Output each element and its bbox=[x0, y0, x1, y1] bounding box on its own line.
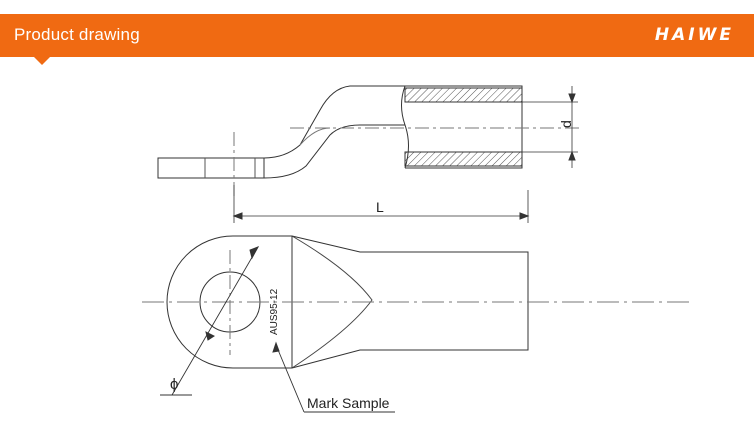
ring-outline bbox=[166, 235, 292, 369]
barrel-wall-top bbox=[404, 87, 523, 103]
brand-logo: HAIWE bbox=[654, 25, 734, 45]
barrel-wall-bottom bbox=[404, 151, 523, 167]
section-title: Product drawing bbox=[14, 25, 140, 44]
section-header-bar bbox=[0, 14, 754, 57]
header-pointer bbox=[34, 57, 50, 65]
label-d: d bbox=[558, 120, 574, 128]
bend-lower bbox=[263, 124, 405, 179]
dimension-phi bbox=[160, 246, 260, 396]
marking-text: AUS95-12 bbox=[269, 288, 280, 335]
mark-sample-leader bbox=[272, 341, 395, 413]
dimension-L bbox=[232, 185, 530, 223]
top-view bbox=[142, 235, 690, 369]
bend-upper bbox=[263, 85, 405, 159]
dimension-d bbox=[522, 86, 578, 168]
side-view bbox=[157, 85, 580, 196]
label-L: L bbox=[376, 199, 384, 215]
neck-outline bbox=[291, 235, 529, 369]
mark-sample-label: Mark Sample bbox=[307, 395, 390, 411]
label-phi: ϕ bbox=[170, 376, 178, 393]
